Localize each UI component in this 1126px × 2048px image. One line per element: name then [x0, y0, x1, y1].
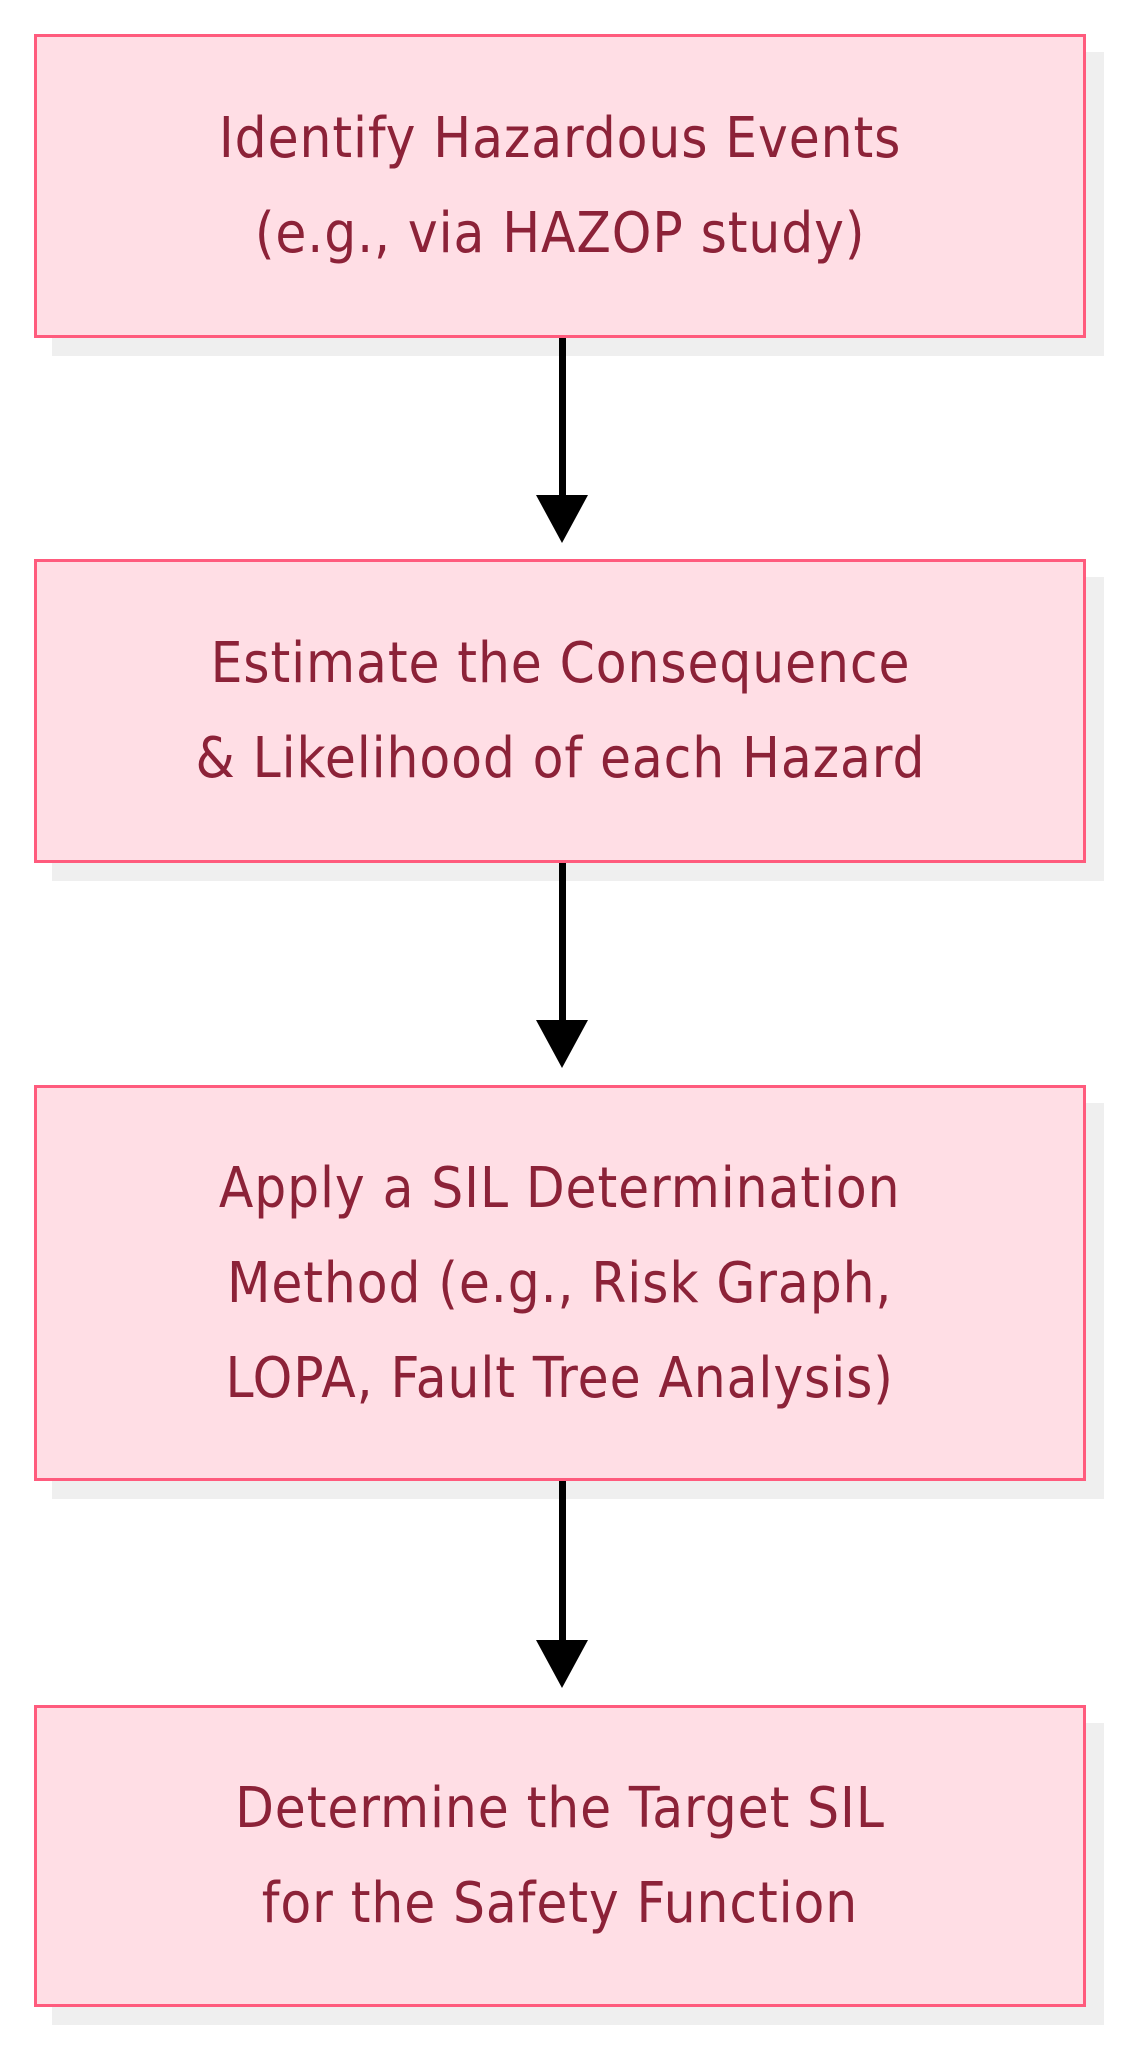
arrow-2-to-3 — [536, 863, 588, 1069]
node-label: Estimate the Consequence & Likelihood of… — [195, 631, 925, 791]
arrowhead-icon — [536, 1020, 588, 1068]
arrow-3-to-4 — [536, 1481, 588, 1689]
node-determine-target-sil: Determine the Target SIL for the Safety … — [34, 1705, 1086, 2007]
arrow-line — [559, 338, 566, 498]
node-label: Apply a SIL Determination Method (e.g., … — [219, 1155, 901, 1411]
arrow-line — [559, 1481, 566, 1643]
arrow-1-to-2 — [536, 338, 588, 544]
node-label: Determine the Target SIL for the Safety … — [235, 1776, 885, 1936]
arrowhead-icon — [536, 495, 588, 543]
arrowhead-icon — [536, 1640, 588, 1688]
node-apply-sil-determination-method: Apply a SIL Determination Method (e.g., … — [34, 1085, 1086, 1481]
node-identify-hazardous-events: Identify Hazardous Events (e.g., via HAZ… — [34, 34, 1086, 338]
node-estimate-consequence-likelihood: Estimate the Consequence & Likelihood of… — [34, 559, 1086, 863]
node-label: Identify Hazardous Events (e.g., via HAZ… — [218, 106, 902, 266]
arrow-line — [559, 863, 566, 1023]
